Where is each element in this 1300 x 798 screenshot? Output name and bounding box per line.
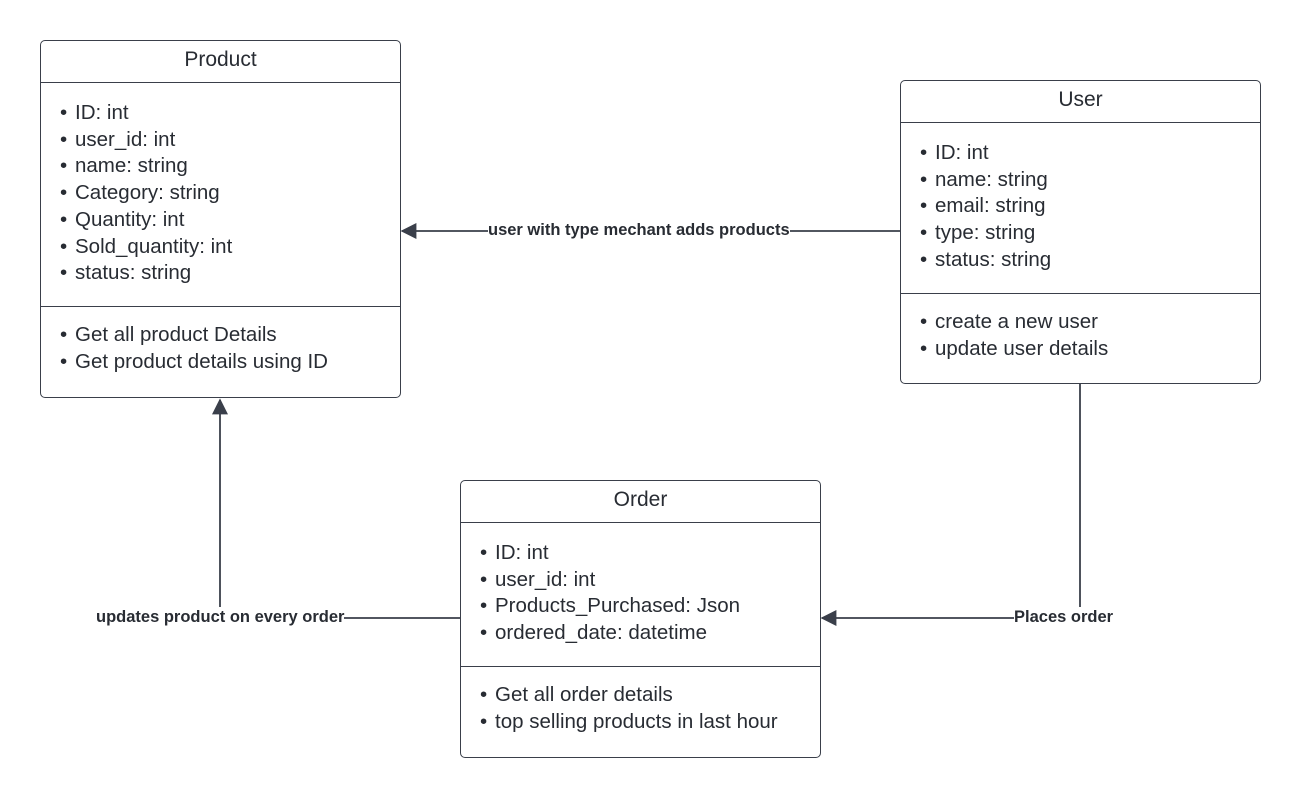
relationship-label-user-product: user with type mechant adds products bbox=[488, 220, 790, 240]
order-class[interactable]: Order ID: int user_id: int Products_Purc… bbox=[460, 480, 821, 758]
product-attribute: status: string bbox=[60, 260, 400, 287]
user-attributes: ID: int name: string email: string type:… bbox=[901, 123, 1260, 294]
order-attribute: ID: int bbox=[480, 540, 820, 567]
user-attribute: status: string bbox=[920, 247, 1260, 274]
order-method: Get all order details bbox=[480, 682, 820, 709]
order-attributes: ID: int user_id: int Products_Purchased:… bbox=[461, 523, 820, 667]
connector-user-to-order bbox=[820, 384, 1081, 626]
order-attribute: Products_Purchased: Json bbox=[480, 593, 820, 620]
relationship-label-order-product: updates product on every order bbox=[96, 607, 345, 627]
user-attribute: email: string bbox=[920, 193, 1260, 220]
order-method: top selling products in last hour bbox=[480, 709, 820, 736]
order-methods: Get all order details top selling produc… bbox=[461, 667, 820, 735]
product-methods: Get all product Details Get product deta… bbox=[41, 307, 400, 375]
user-attribute: name: string bbox=[920, 167, 1260, 194]
product-attribute: ID: int bbox=[60, 100, 400, 127]
order-attribute: user_id: int bbox=[480, 567, 820, 594]
user-attribute: ID: int bbox=[920, 140, 1260, 167]
connector-order-to-product bbox=[212, 398, 460, 619]
product-method: Get all product Details bbox=[60, 322, 400, 349]
order-attribute: ordered_date: datetime bbox=[480, 620, 820, 647]
user-method: create a new user bbox=[920, 309, 1260, 336]
product-attribute: user_id: int bbox=[60, 127, 400, 154]
relationship-label-user-order: Places order bbox=[1014, 607, 1114, 627]
product-attribute: name: string bbox=[60, 153, 400, 180]
user-class-title: User bbox=[901, 81, 1260, 123]
product-attribute: Sold_quantity: int bbox=[60, 234, 400, 261]
user-methods: create a new user update user details bbox=[901, 294, 1260, 362]
user-method: update user details bbox=[920, 336, 1260, 363]
product-attribute: Quantity: int bbox=[60, 207, 400, 234]
product-attributes: ID: int user_id: int name: string Catego… bbox=[41, 83, 400, 307]
user-class[interactable]: User ID: int name: string email: string … bbox=[900, 80, 1261, 384]
user-attribute: type: string bbox=[920, 220, 1260, 247]
product-class[interactable]: Product ID: int user_id: int name: strin… bbox=[40, 40, 401, 398]
product-class-title: Product bbox=[41, 41, 400, 83]
product-attribute: Category: string bbox=[60, 180, 400, 207]
product-method: Get product details using ID bbox=[60, 349, 400, 376]
order-class-title: Order bbox=[461, 481, 820, 523]
